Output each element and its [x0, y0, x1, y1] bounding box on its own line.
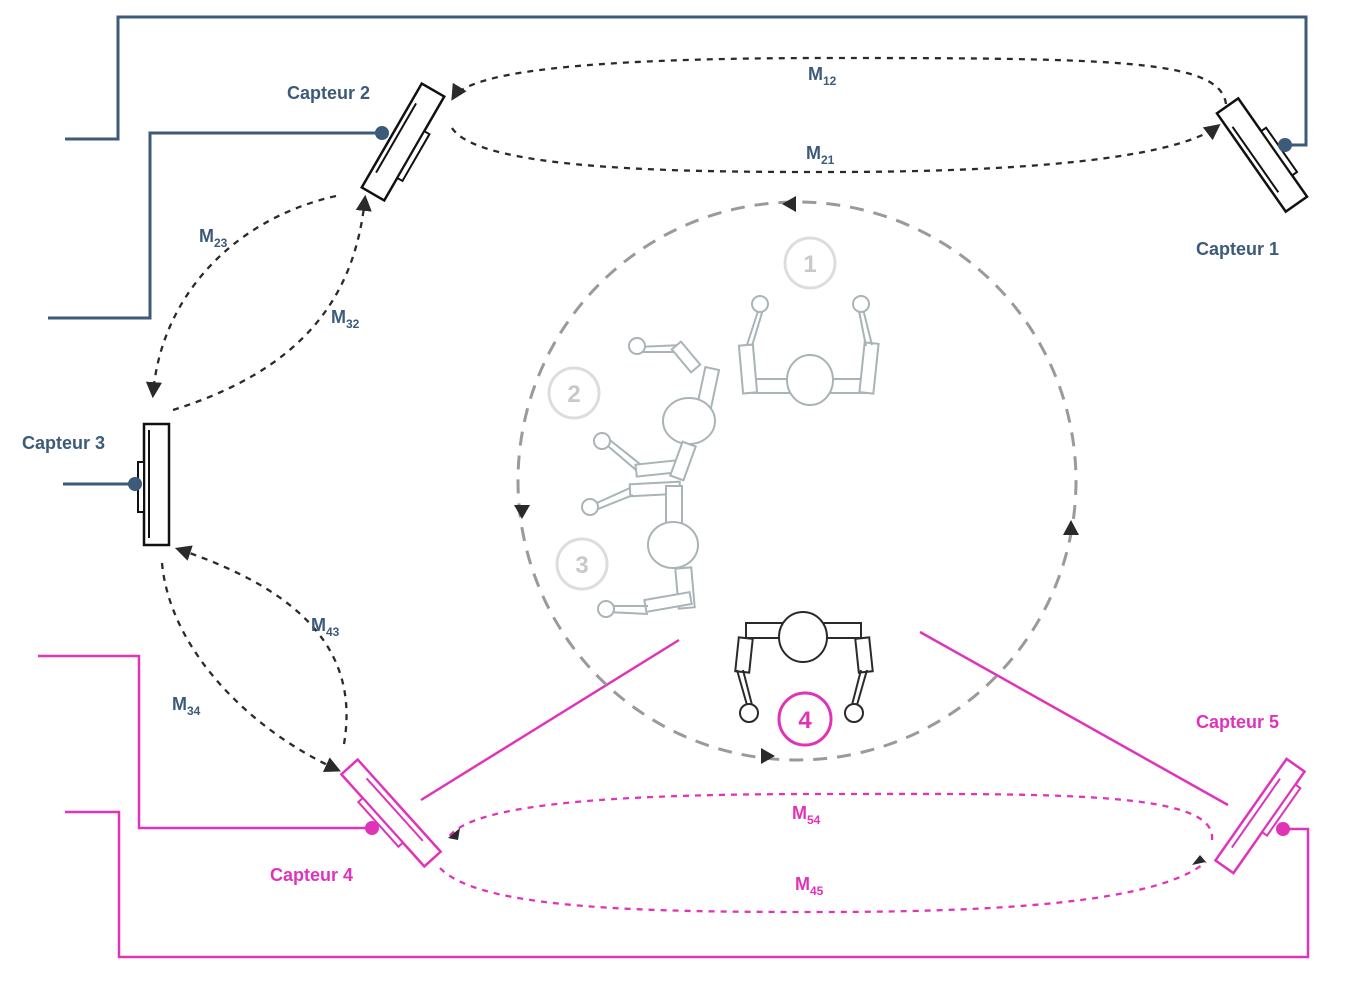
arc-m45	[439, 861, 1207, 914]
robot-position-1	[737, 295, 880, 406]
sensor-capteur-1	[1215, 96, 1309, 214]
robot-position-3	[581, 480, 699, 618]
arc-m21	[451, 124, 1221, 174]
blue-wiring	[48, 15, 1308, 486]
field-of-view-right	[919, 630, 1229, 807]
label-m32: M32	[331, 307, 360, 331]
measurement-arcs-pink	[439, 792, 1214, 914]
label-m34: M34	[172, 694, 201, 718]
arc-m54	[447, 792, 1214, 841]
label-capteur-3: Capteur 3	[22, 433, 105, 453]
arc-m32	[172, 194, 372, 412]
sensor-capteur-5	[1213, 757, 1307, 875]
measurement-arcs-dark	[145, 56, 1228, 772]
svg-text:4: 4	[798, 707, 812, 734]
svg-text:3: 3	[575, 552, 588, 579]
wire-capteur-2	[48, 131, 382, 320]
sensor-capteur-4	[339, 757, 443, 869]
robot-position-4	[734, 611, 874, 723]
label-m43: M43	[311, 615, 340, 639]
label-capteur-4: Capteur 4	[270, 865, 353, 885]
arc-m12	[451, 56, 1228, 105]
label-m54: M54	[792, 803, 821, 827]
connector-capteur-2	[375, 126, 389, 140]
svg-text:2: 2	[567, 381, 580, 408]
path-arrow-left	[514, 505, 530, 519]
path-arrow-right	[1063, 520, 1079, 535]
position-badge-1: 1	[783, 236, 837, 290]
position-badge-4: 4	[777, 691, 833, 747]
path-arrow-bottom	[761, 748, 775, 764]
connector-capteur-4	[365, 821, 379, 835]
arc-m43	[174, 545, 348, 745]
connector-capteur-5	[1276, 822, 1290, 836]
position-badge-3: 3	[555, 537, 609, 591]
position-badge-2: 2	[547, 366, 601, 420]
field-of-view-left	[420, 638, 680, 802]
svg-text:1: 1	[803, 251, 816, 278]
path-arrow-top	[782, 196, 796, 212]
label-capteur-2: Capteur 2	[287, 83, 370, 103]
wire-capteur-5	[65, 810, 1310, 959]
connector-capteur-3	[128, 477, 142, 491]
label-m45: M45	[795, 874, 824, 898]
wire-capteur-1	[65, 15, 1308, 147]
connector-capteur-1	[1278, 138, 1292, 152]
label-capteur-1: Capteur 1	[1196, 239, 1279, 259]
arc-m23	[145, 194, 337, 399]
robot-position-2	[593, 337, 721, 482]
label-capteur-5: Capteur 5	[1196, 712, 1279, 732]
label-m23: M23	[199, 226, 228, 250]
arc-m34	[160, 562, 341, 772]
sensor-capteur-3	[137, 422, 171, 547]
pink-wiring	[38, 630, 1310, 959]
robot-path	[514, 196, 1079, 764]
label-m21: M21	[806, 143, 835, 167]
label-m12: M12	[808, 64, 837, 88]
wire-capteur-4	[38, 654, 372, 830]
sensor-capteur-2	[360, 81, 446, 203]
